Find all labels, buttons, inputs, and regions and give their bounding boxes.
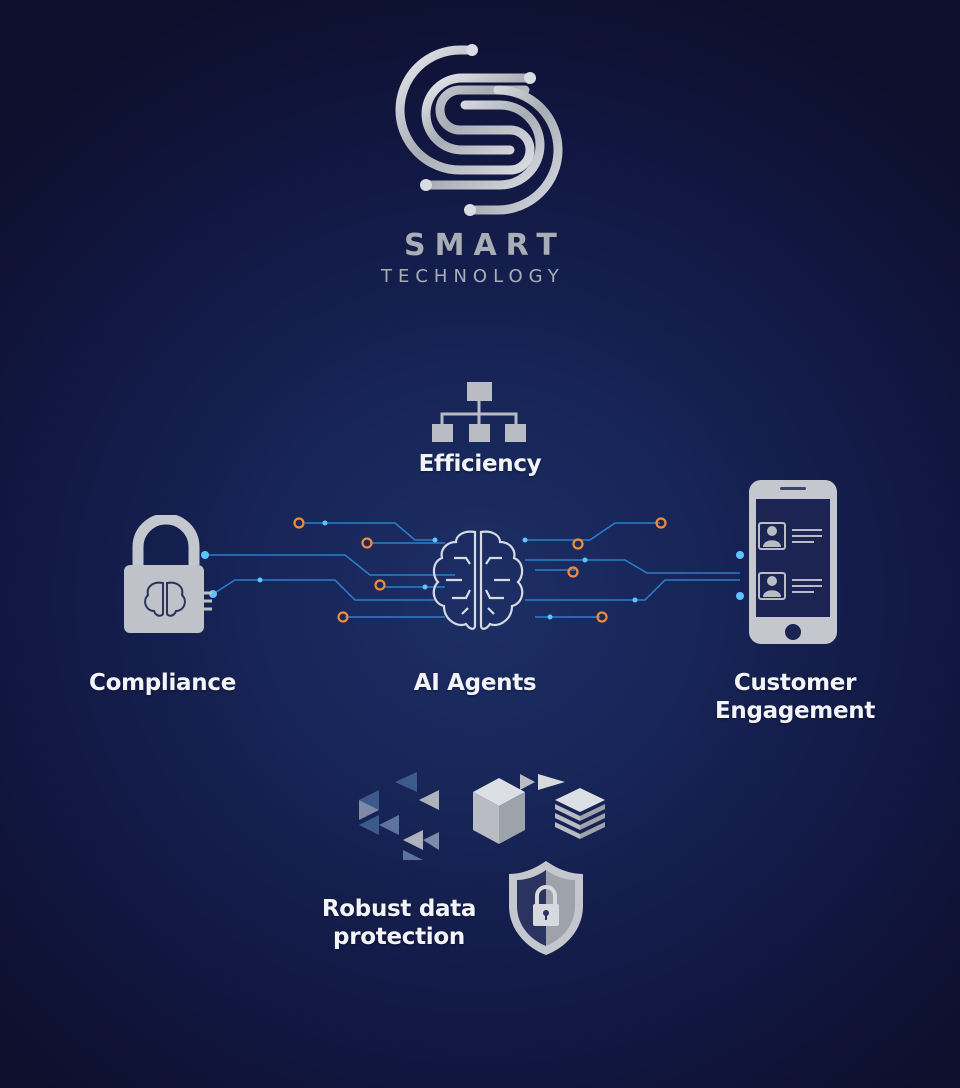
org-chart-icon [432,382,526,442]
brand-tagline: TECHNOLOGY [381,266,565,287]
customer-engagement-label-line1: Customer [733,670,857,696]
customer-engagement-label-line2: Engagement [714,698,876,724]
data-protection-label: Robust data protection [320,895,478,951]
data-protection-label-line1: Robust data [321,896,477,922]
circuit-s-logo-icon [395,44,563,216]
ai-agents-label: AI Agents [413,670,537,696]
cube-icon [473,774,605,844]
padlock-brain-icon [124,515,212,633]
brand-name: SMART [404,228,566,263]
data-protection-label-line2: protection [333,924,465,950]
customer-engagement-label: Customer Engagement [700,669,890,725]
triangle-pattern-icon [359,772,439,860]
efficiency-label: Efficiency [418,451,542,477]
circuit-lines-decoration [201,517,744,623]
compliance-label: Compliance [88,670,236,696]
shield-lock-icon [509,861,583,955]
smartphone-profiles-icon [749,480,837,644]
circuit-brain-icon [432,530,524,630]
